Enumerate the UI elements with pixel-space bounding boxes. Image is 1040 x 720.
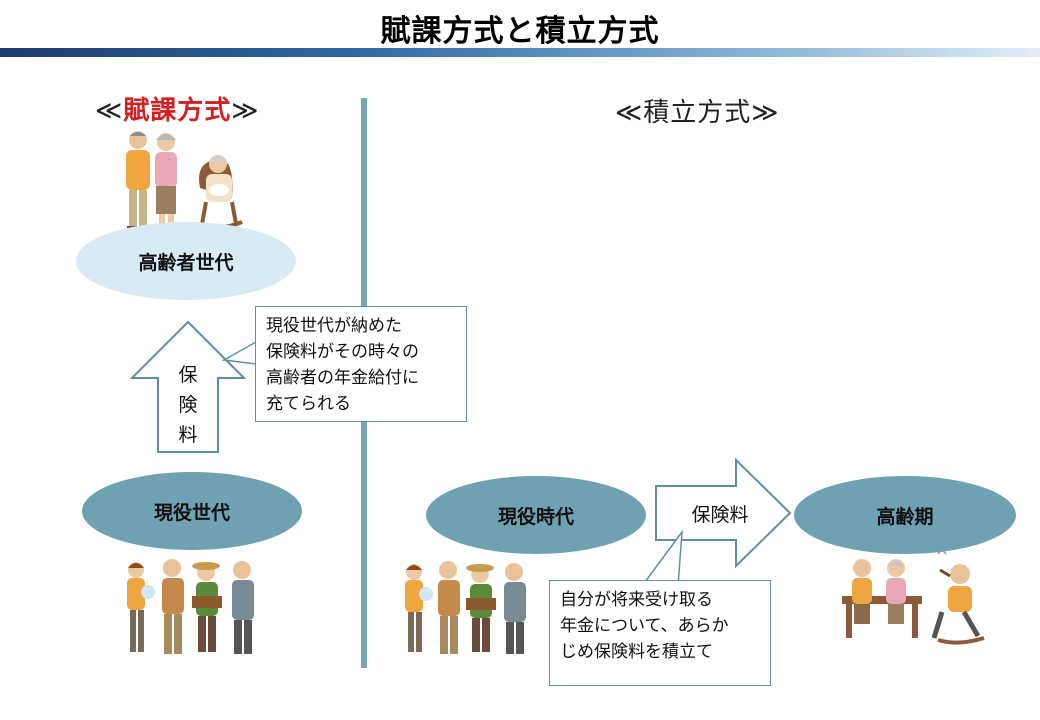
elderly-generation-ellipse: 高齢者世代 [76,222,296,300]
current-generation-ellipse: 現役世代 [82,472,302,550]
current-period-ellipse: 現役時代 [426,476,646,554]
left-heading-open: ≪ [95,96,124,126]
left-callout: 現役世代が納めた 保険料がその時々の 高齢者の年金給付に 充てられる [255,306,467,422]
current-period-label: 現役時代 [497,505,574,528]
left-heading-close: ≫ [231,96,260,126]
elderly-period-ellipse: 高齢期 [794,476,1016,554]
elderly-period-label: 高齢期 [876,505,934,528]
right-arrow [655,457,792,569]
elderly-generation-label: 高齢者世代 [138,251,234,274]
right-callout: 自分が将来受け取る 年金について、あらか じめ保険料を積立て [549,580,771,686]
right-heading-close: ≫ [751,98,780,128]
elderly-bench-illustration [842,550,985,645]
current-generation-label: 現役世代 [153,501,230,524]
left-heading: ≪賦課方式≫ [95,90,259,127]
workers-illustration-left [127,559,254,654]
right-heading: ≪積立方式≫ [615,92,779,129]
title-underline-bar [0,48,1040,57]
up-arrow-label: 保 険 料 [178,364,198,446]
right-heading-open: ≪ [615,98,644,128]
page-title: 賦課方式と積立方式 [380,14,660,49]
right-arrow-label: 保険料 [691,504,749,526]
right-heading-name: 積立方式 [643,98,752,128]
workers-illustration-right [405,561,526,654]
up-arrow [129,320,247,453]
left-heading-name: 賦課方式 [123,96,232,126]
